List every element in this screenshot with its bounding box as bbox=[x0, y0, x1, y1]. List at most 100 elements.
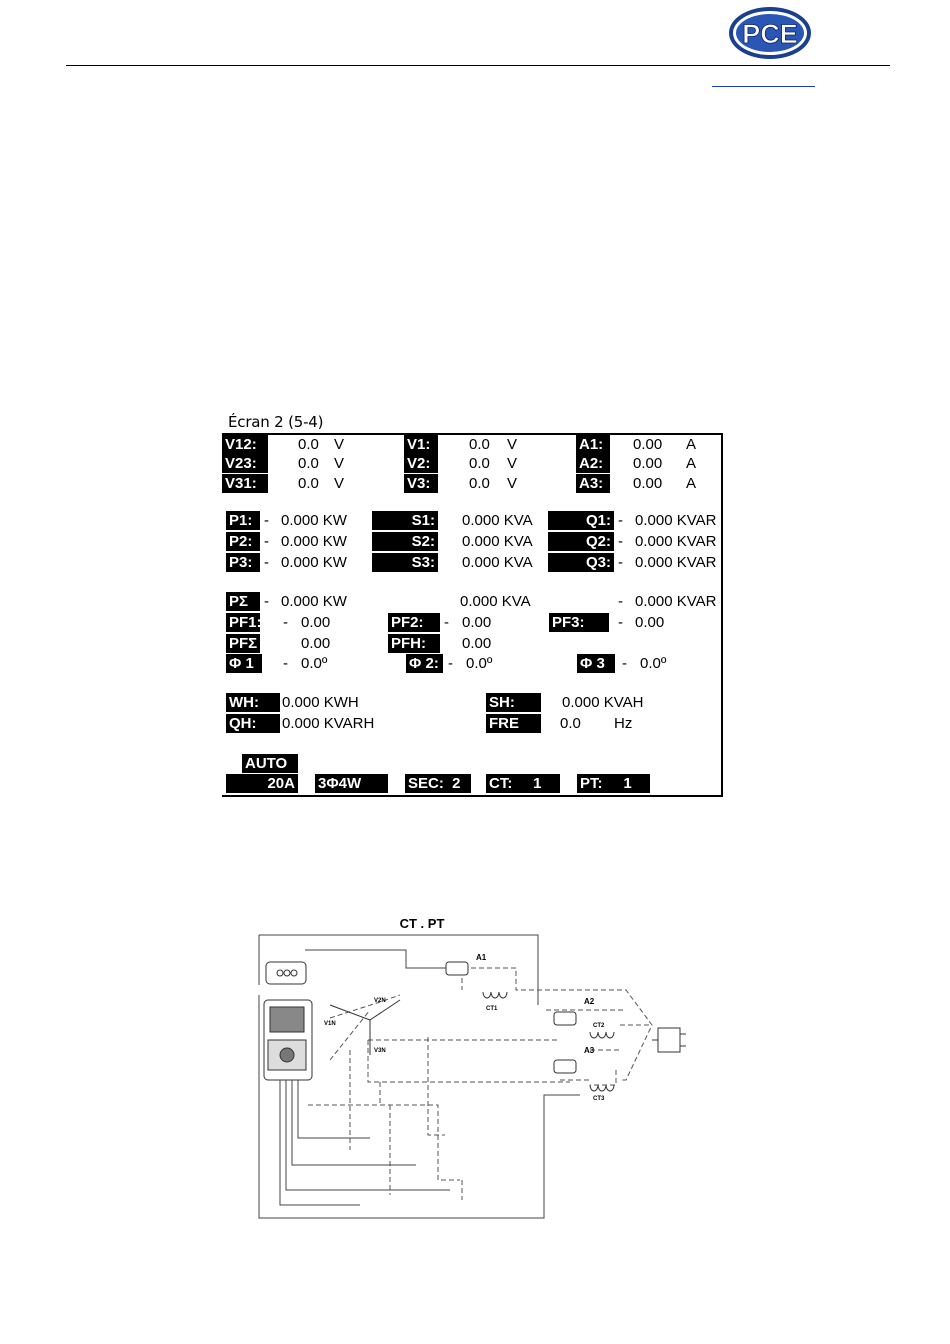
label-ct3: CT3 bbox=[593, 1096, 605, 1102]
pce-logo: PCE bbox=[729, 7, 811, 59]
value-pfsum: 0.00 bbox=[301, 635, 331, 652]
value-v1: 0.0 bbox=[469, 436, 490, 453]
unit-v1: V bbox=[507, 436, 518, 453]
status-ct: CT: 1 bbox=[486, 774, 560, 793]
sign-pf1: - bbox=[283, 614, 288, 631]
label-fre: FRE bbox=[486, 714, 541, 733]
label-q2: Q2: bbox=[548, 532, 614, 551]
value-psum: 0.000 KW bbox=[281, 593, 347, 610]
value-phi2: 0.0º bbox=[466, 655, 493, 672]
ct-pt-wiring-diagram: CT . PT A1 A2 A3 CT1 CT2 CT3 V1N V2N V3N bbox=[258, 916, 686, 1219]
sign-psum: - bbox=[264, 593, 269, 610]
value-a2: 0.00 bbox=[633, 455, 663, 472]
value-s2: 0.000 KVA bbox=[462, 533, 533, 550]
label-a3: A3: bbox=[576, 474, 610, 493]
value-ssum: 0.000 KVA bbox=[460, 593, 531, 610]
label-pf2: PF2: bbox=[388, 613, 440, 632]
label-a3-clamp: A3 bbox=[584, 1046, 595, 1055]
label-a1-clamp: A1 bbox=[476, 953, 487, 962]
label-v2n: V2N bbox=[374, 998, 386, 1004]
label-a2: A2: bbox=[576, 454, 610, 473]
clamp-icons bbox=[445, 961, 577, 1074]
motor-icon bbox=[652, 1027, 686, 1053]
value-pf3: 0.00 bbox=[635, 614, 665, 631]
status-sec: SEC: 2 bbox=[405, 774, 471, 793]
value-phi3: 0.0º bbox=[640, 655, 667, 672]
label-phi1: Φ 1 bbox=[226, 654, 262, 673]
label-ct2: CT2 bbox=[593, 1023, 605, 1029]
label-pfsum: PFΣ bbox=[226, 634, 260, 653]
value-v3: 0.0 bbox=[469, 475, 490, 492]
sign-p3: - bbox=[264, 554, 269, 571]
status-wiring: 3Φ4W bbox=[315, 774, 388, 793]
sign-q3: - bbox=[618, 554, 623, 571]
value-s3: 0.000 KVA bbox=[462, 554, 533, 571]
value-sh: 0.000 KVAH bbox=[562, 694, 644, 711]
label-v3n: V3N bbox=[374, 1048, 386, 1054]
value-p3: 0.000 KW bbox=[281, 554, 347, 571]
header-rule bbox=[66, 65, 890, 66]
unit-a1: A bbox=[686, 436, 697, 453]
header-link-underline[interactable] bbox=[712, 86, 815, 87]
vt-star-icon bbox=[329, 999, 401, 1055]
label-v12: V12: bbox=[222, 435, 268, 454]
unit-v31: V bbox=[334, 475, 345, 492]
sign-p1: - bbox=[264, 512, 269, 529]
label-q1: Q1: bbox=[548, 511, 614, 530]
lcd-border-right bbox=[721, 433, 723, 797]
label-s2: S2: bbox=[372, 532, 438, 551]
sign-phi1: - bbox=[283, 655, 288, 672]
unit-a3: A bbox=[686, 475, 697, 492]
label-v31: V31: bbox=[222, 474, 268, 493]
sign-pf2: - bbox=[444, 614, 449, 631]
label-wh: WH: bbox=[226, 693, 280, 712]
label-a2-clamp: A2 bbox=[584, 997, 595, 1006]
label-a1: A1: bbox=[576, 435, 610, 454]
label-pf1: PF1: bbox=[226, 613, 262, 632]
unit-v12: V bbox=[334, 436, 345, 453]
unit-v3: V bbox=[507, 475, 518, 492]
value-v31: 0.0 bbox=[298, 475, 319, 492]
label-v1n: V1N bbox=[324, 1021, 336, 1027]
label-p1: P1: bbox=[226, 511, 260, 530]
lcd-border-bottom bbox=[222, 795, 723, 797]
value-pf2: 0.00 bbox=[462, 614, 492, 631]
value-q3: 0.000 KVAR bbox=[635, 554, 717, 571]
label-psum: PΣ bbox=[226, 592, 260, 611]
unit-fre: Hz bbox=[614, 715, 633, 732]
unit-v23: V bbox=[334, 455, 345, 472]
lcd-border-top bbox=[222, 433, 723, 435]
value-p1: 0.000 KW bbox=[281, 512, 347, 529]
label-phi2: Φ 2: bbox=[406, 654, 443, 673]
unit-a2: A bbox=[686, 455, 697, 472]
value-fre: 0.0 bbox=[560, 715, 581, 732]
label-q3: Q3: bbox=[548, 553, 614, 572]
label-s3: S3: bbox=[372, 553, 438, 572]
label-ct1: CT1 bbox=[486, 1006, 498, 1012]
sign-q1: - bbox=[618, 512, 623, 529]
value-qsum: 0.000 KVAR bbox=[635, 593, 717, 610]
value-pf1: 0.00 bbox=[301, 614, 331, 631]
value-v2: 0.0 bbox=[469, 455, 490, 472]
sign-q2: - bbox=[618, 533, 623, 550]
value-v23: 0.0 bbox=[298, 455, 319, 472]
sign-qsum: - bbox=[618, 593, 623, 610]
label-v3: V3: bbox=[404, 474, 438, 493]
lcd-screen: V12: 0.0 V V23: 0.0 V V31: 0.0 V V1: 0.0… bbox=[222, 433, 723, 797]
sign-p2: - bbox=[264, 533, 269, 550]
label-v23: V23: bbox=[222, 454, 268, 473]
value-p2: 0.000 KW bbox=[281, 533, 347, 550]
sign-phi2: - bbox=[448, 655, 453, 672]
value-phi1: 0.0º bbox=[301, 655, 328, 672]
value-q2: 0.000 KVAR bbox=[635, 533, 717, 550]
label-v2: V2: bbox=[404, 454, 438, 473]
sign-pf3: - bbox=[618, 614, 623, 631]
status-range: 20A bbox=[226, 774, 298, 793]
diagram-title: CT . PT bbox=[400, 916, 445, 931]
label-phi3: Φ 3 bbox=[577, 654, 615, 673]
value-q1: 0.000 KVAR bbox=[635, 512, 717, 529]
label-p3: P3: bbox=[226, 553, 260, 572]
value-qh: 0.000 KVARH bbox=[282, 715, 375, 732]
ct-coils bbox=[482, 991, 615, 1092]
label-v1: V1: bbox=[404, 435, 438, 454]
